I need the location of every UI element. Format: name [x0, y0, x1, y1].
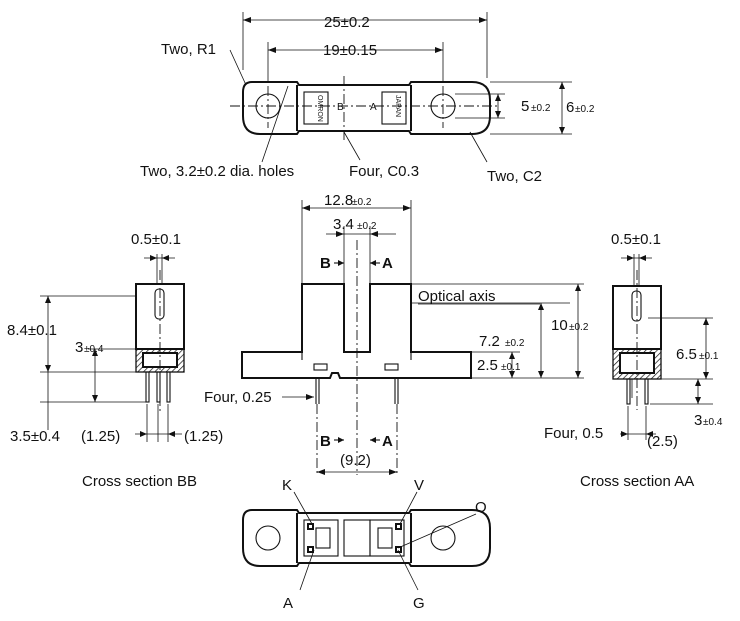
aa-caption: Cross section AA [580, 473, 694, 490]
hole-note: Two, 3.2±0.2 dia. holes [140, 163, 294, 180]
aa-pitch-dim: (2.5) [647, 433, 678, 450]
aa-pin-note: Four, 0.5 [544, 425, 603, 442]
front-width-dim: 12.8 [324, 192, 353, 209]
bb-base-dim-tol: ±0.4 [84, 344, 104, 355]
front-pin-note: Four, 0.25 [204, 389, 272, 406]
optical-axis-label: Optical axis [418, 288, 496, 305]
front-flange-dim-tol: ±0.1 [501, 362, 521, 373]
front-section-a-top: A [382, 255, 393, 272]
pin-o-label: O [475, 499, 487, 516]
cross-section-bb: 0.5±0.1 8.4±0.1 3 ±0.4 3.5±0.4 [7, 231, 223, 490]
top-view: 25±0.2 19±0.15 OMRON JAPAN B A 5 ± [140, 12, 595, 185]
front-section-b-bottom: B [320, 433, 331, 450]
front-pin-pitch: (9.2) [340, 452, 371, 469]
dim-overall-label: 25±0.2 [324, 14, 370, 31]
front-width-dim-tol: ±0.2 [352, 197, 372, 208]
bottom-view-body [242, 509, 491, 567]
bb-height-dim: 8.4±0.1 [7, 322, 57, 339]
aa-top-dim: 0.5±0.1 [611, 231, 661, 248]
radius-note: Two, R1 [161, 41, 216, 58]
front-height-dim: 10 [551, 317, 568, 334]
pin-a-label: A [283, 595, 293, 612]
front-flange-dim: 2.5 [477, 357, 498, 374]
marking-left: OMRON [316, 95, 323, 122]
bb-base-dim: 3 [75, 339, 83, 356]
top-slot-dim: 5 [521, 98, 529, 115]
bb-pin-dim: 3.5±0.4 [10, 428, 60, 445]
bottom-right-hole [430, 525, 456, 551]
front-axis-dim-tol: ±0.2 [505, 338, 525, 349]
top-view-body [242, 81, 491, 135]
pin-g-label: G [413, 595, 425, 612]
front-section-a-bottom: A [382, 433, 393, 450]
chamfer-four-note: Four, C0.3 [349, 163, 419, 180]
dim-hole-pitch-label: 19±0.15 [323, 42, 377, 59]
front-slot-dim: 3.4 [333, 216, 354, 233]
aa-axis-dim-tol: ±0.1 [699, 351, 719, 362]
chamfer-two-note: Two, C2 [487, 168, 542, 185]
cross-section-aa: 0.5±0.1 6.5 ±0.1 3 ±0.4 [544, 231, 723, 490]
bottom-view: K V O A G [242, 477, 491, 612]
aa-base-dim-tol: ±0.4 [703, 417, 723, 428]
front-height-dim-tol: ±0.2 [569, 322, 589, 333]
top-section-b: B [337, 102, 344, 113]
pin-k-label: K [282, 477, 292, 494]
bb-pitch-a: (1.25) [81, 428, 120, 445]
top-width-dim-tol: ±0.2 [575, 104, 595, 115]
front-section-b-top: B [320, 255, 331, 272]
bb-pitch-b: (1.25) [184, 428, 223, 445]
front-slot-dim-tol: ±0.2 [357, 221, 377, 232]
bb-caption: Cross section BB [82, 473, 197, 490]
front-axis-dim: 7.2 [479, 333, 500, 350]
top-section-a: A [370, 102, 377, 113]
pin-v-label: V [414, 477, 424, 494]
aa-base-dim: 3 [694, 412, 702, 429]
bottom-left-hole [255, 525, 281, 551]
front-view: 12.8 ±0.2 3.4 ±0.2 B A Optical axis [204, 192, 589, 475]
top-slot-dim-tol: ±0.2 [531, 103, 551, 114]
aa-axis-dim: 6.5 [676, 346, 697, 363]
top-width-dim: 6 [566, 99, 574, 116]
bb-top-dim: 0.5±0.1 [131, 231, 181, 248]
